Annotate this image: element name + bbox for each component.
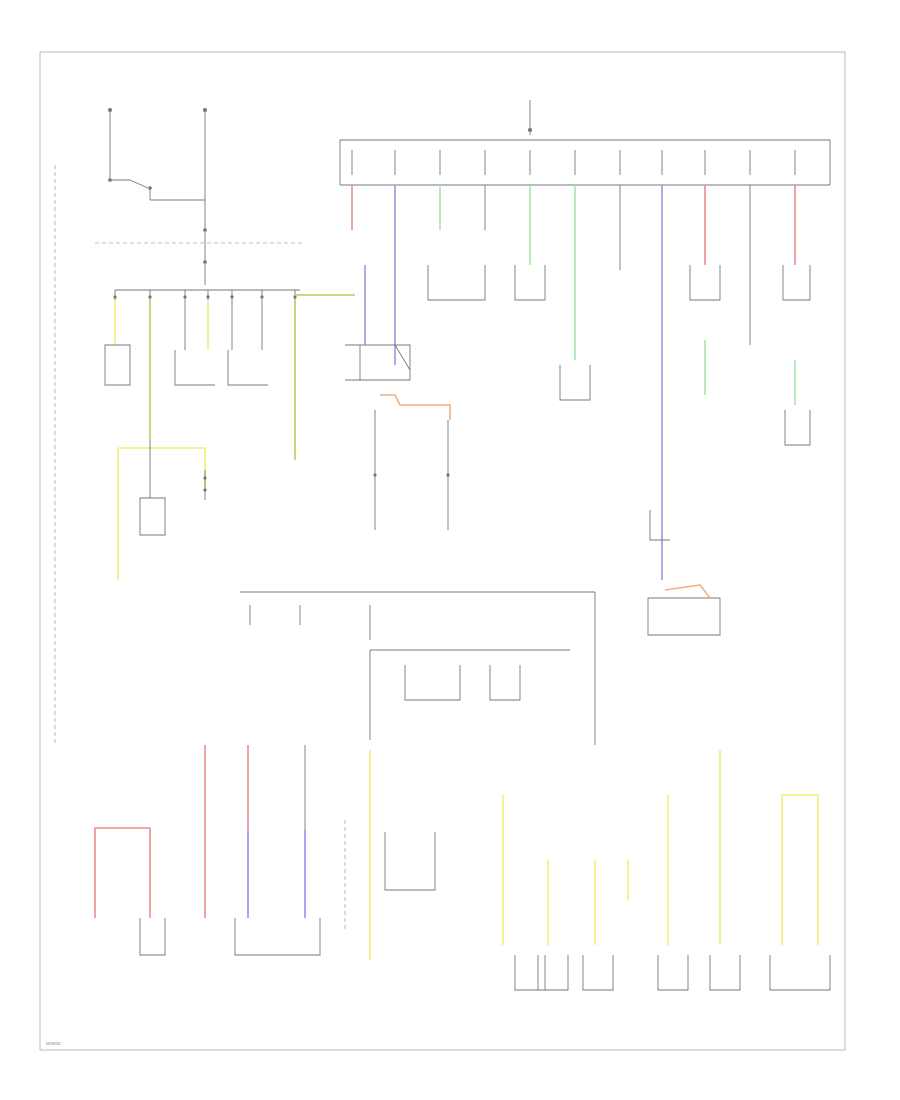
diagram-frame xyxy=(39,51,846,1051)
component-box xyxy=(782,265,811,301)
component-box xyxy=(489,665,521,701)
component-box xyxy=(514,265,546,301)
control-module-box xyxy=(647,597,721,636)
component-box xyxy=(582,955,614,991)
component-box xyxy=(537,955,569,991)
diagram-code-label: W0000 xyxy=(46,1041,61,1046)
component-box xyxy=(559,365,591,401)
relay-box xyxy=(345,344,411,381)
fuse-drops xyxy=(351,150,796,175)
component-box xyxy=(709,955,741,991)
component-box xyxy=(139,497,166,536)
component-box xyxy=(104,344,131,386)
component-box xyxy=(227,350,268,386)
relay-box xyxy=(384,832,436,891)
component-box xyxy=(657,955,689,991)
component-box xyxy=(769,955,831,991)
fuse-block-top xyxy=(339,100,831,186)
connector-box xyxy=(649,510,670,541)
component-box xyxy=(404,665,461,701)
component-box xyxy=(234,918,321,956)
ignition-switch-group xyxy=(108,108,207,285)
component-box xyxy=(514,955,546,991)
component-box xyxy=(139,918,166,956)
component-box xyxy=(427,265,486,301)
component-box xyxy=(174,350,215,386)
component-box xyxy=(689,265,721,301)
component-box xyxy=(784,410,811,446)
